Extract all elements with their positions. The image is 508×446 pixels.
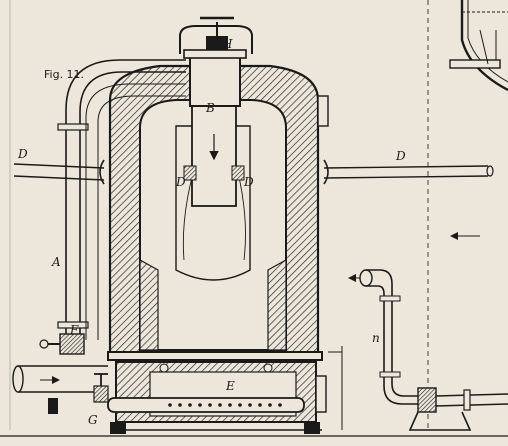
pipe-n (348, 269, 508, 431)
figure-caption: Fig. 11. (44, 68, 84, 81)
label-G: G (88, 413, 98, 427)
burner-chamber (107, 346, 343, 430)
top-neck (179, 16, 253, 107)
label-E: E (225, 379, 235, 393)
label-D-right-pipe: D (395, 149, 406, 163)
partial-vessel-top-right (449, 0, 508, 92)
label-D-left-pipe: D (17, 147, 28, 161)
valve-F (39, 333, 85, 355)
label-H: H (221, 37, 233, 51)
label-D-inner-left: D (175, 175, 186, 189)
furnace-body (99, 64, 329, 361)
inlet-pipe (12, 365, 108, 414)
label-F: F (69, 323, 79, 337)
label-B: B (205, 101, 215, 115)
pipe-D (13, 163, 494, 181)
central-tube (183, 101, 245, 207)
pipe-A (57, 59, 186, 340)
base-feet (110, 422, 322, 434)
label-n: n (372, 331, 380, 345)
valve-G (93, 373, 109, 403)
label-D-inner-right: D (243, 175, 254, 189)
label-A: A (51, 255, 61, 269)
